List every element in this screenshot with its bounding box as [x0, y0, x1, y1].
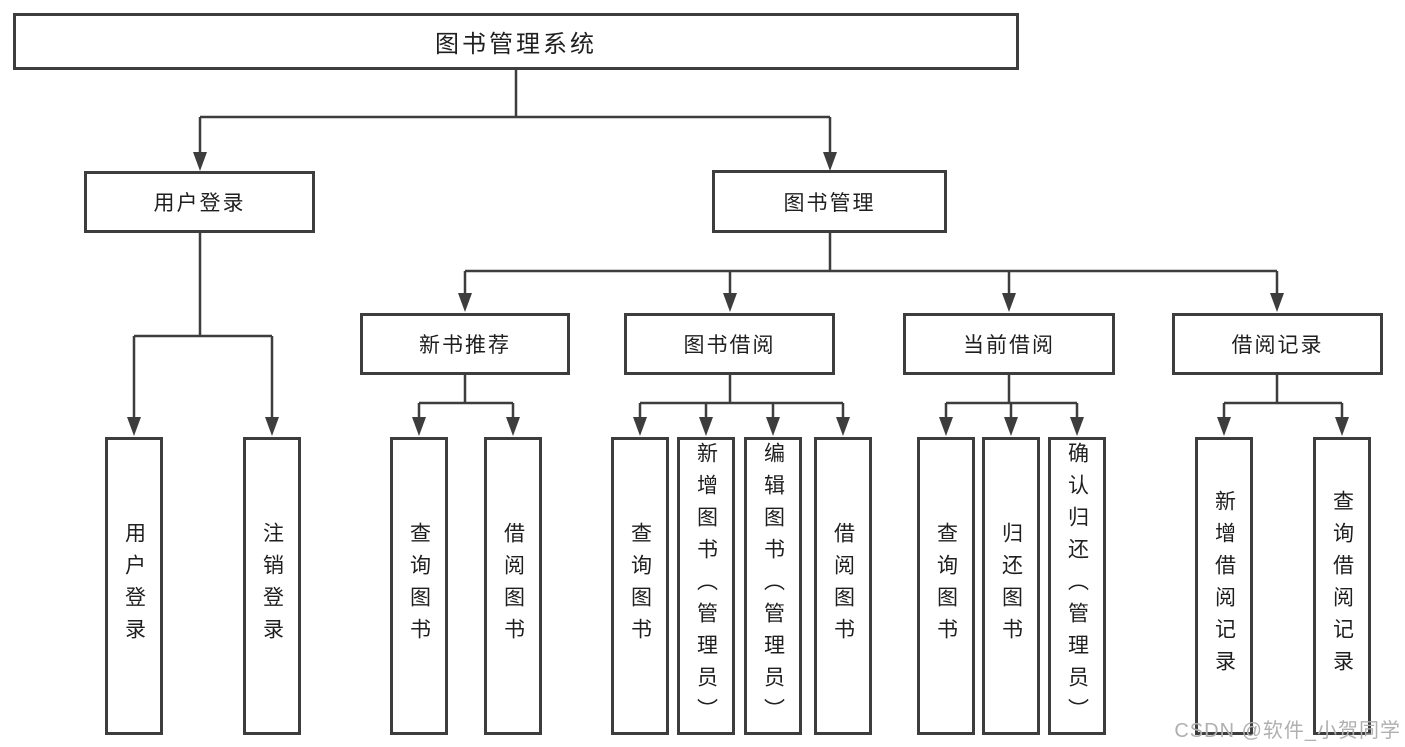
- node-label: 用户登录: [153, 192, 246, 215]
- arrowhead-icon: [766, 417, 780, 436]
- leaf-return-book: 归还图书: [982, 437, 1040, 735]
- node-label: 注销登录: [260, 522, 284, 650]
- node-label: 查询图书: [407, 522, 431, 650]
- arrowhead-icon: [1070, 417, 1084, 436]
- arrowhead-icon: [633, 417, 647, 436]
- arrowhead-icon: [1217, 417, 1231, 436]
- arrowhead-icon: [699, 417, 713, 436]
- leaf-borrow-books-recommend: 借阅图书: [484, 437, 542, 735]
- leaf-borrow-books-borrow: 借阅图书: [814, 437, 872, 735]
- node-label: 新增借阅记录: [1212, 490, 1236, 682]
- node-label: 用户登录: [122, 522, 146, 650]
- leaf-logout: 注销登录: [243, 437, 301, 735]
- node-label: 查询图书: [934, 522, 958, 650]
- node-borrowing-records: 借阅记录: [1172, 313, 1383, 375]
- node-user-login: 用户登录: [84, 171, 315, 233]
- leaf-add-borrow-record: 新增借阅记录: [1195, 437, 1253, 735]
- arrowhead-icon: [412, 417, 426, 436]
- arrowhead-icon: [1004, 417, 1018, 436]
- node-book-borrowing: 图书借阅: [624, 313, 835, 375]
- arrowhead-icon: [193, 152, 207, 171]
- node-current-borrowing: 当前借阅: [903, 313, 1115, 375]
- leaf-query-books-current: 查询图书: [917, 437, 975, 735]
- arrowhead-icon: [458, 293, 472, 312]
- node-label: 新书推荐: [419, 334, 511, 357]
- leaf-user-login: 用户登录: [105, 437, 163, 735]
- csdn-watermark: CSDN @软件_小贺同学: [1174, 720, 1401, 742]
- node-label: 新增图书（管理员）: [694, 442, 718, 730]
- node-label: 确认归还（管理员）: [1065, 442, 1089, 730]
- connector-arrowheads: [127, 152, 1349, 436]
- arrowhead-icon: [127, 417, 141, 436]
- leaf-edit-book-admin: 编辑图书（管理员）: [744, 437, 802, 735]
- leaf-query-borrow-record: 查询借阅记录: [1313, 437, 1371, 735]
- leaf-confirm-return-admin: 确认归还（管理员）: [1048, 437, 1106, 735]
- arrowhead-icon: [1335, 417, 1349, 436]
- arrowhead-icon: [506, 417, 520, 436]
- connector-paths: [132, 70, 1344, 419]
- node-label: 归还图书: [999, 522, 1023, 650]
- arrowhead-icon: [265, 417, 279, 436]
- node-new-book-recommend: 新书推荐: [360, 313, 570, 375]
- leaf-query-books-recommend: 查询图书: [390, 437, 448, 735]
- leaf-add-book-admin: 新增图书（管理员）: [677, 437, 735, 735]
- node-label: 图书管理: [783, 191, 876, 215]
- node-label: 查询借阅记录: [1330, 490, 1354, 682]
- node-label: 编辑图书（管理员）: [761, 442, 785, 730]
- arrowhead-icon: [836, 417, 850, 436]
- arrowhead-icon: [1270, 293, 1284, 312]
- node-label: 借阅图书: [831, 522, 855, 650]
- node-library-management-system: 图书管理系统: [13, 13, 1019, 70]
- node-label: 图书借阅: [683, 334, 776, 357]
- node-label: 图书管理系统: [435, 31, 597, 58]
- arrowhead-icon: [823, 152, 837, 171]
- node-label: 借阅图书: [501, 522, 525, 650]
- arrowhead-icon: [723, 293, 737, 312]
- node-book-management: 图书管理: [712, 170, 947, 233]
- node-label: 当前借阅: [963, 334, 1055, 357]
- leaf-query-books-borrow: 查询图书: [611, 437, 669, 735]
- node-label: 查询图书: [628, 522, 652, 650]
- node-label: 借阅记录: [1231, 334, 1324, 357]
- arrowhead-icon: [939, 417, 953, 436]
- arrowhead-icon: [1002, 293, 1016, 312]
